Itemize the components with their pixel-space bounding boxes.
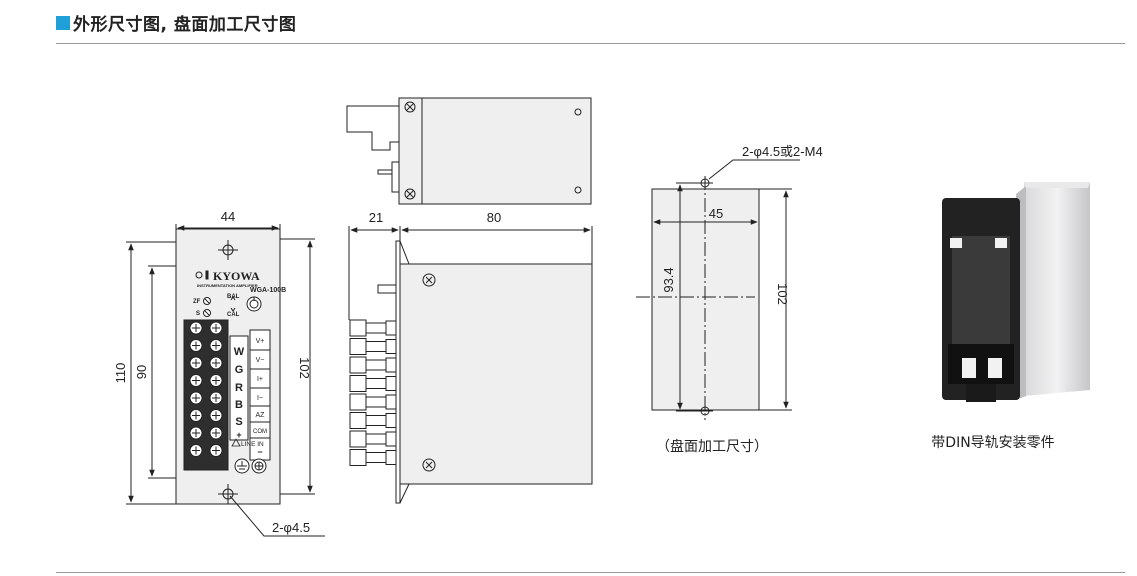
terminal-letter-b: B	[235, 399, 243, 411]
terminal-screw-icon	[189, 444, 203, 457]
terminal-screw-icon	[209, 426, 223, 440]
ground-screw-icon	[251, 458, 267, 474]
top-hole-1	[574, 108, 582, 116]
terminal-screw-icon	[189, 409, 203, 422]
terminal-screw-icon	[189, 426, 203, 440]
bottom-rule	[56, 572, 1125, 573]
terminal-screw-icon	[189, 374, 203, 387]
s-label: S	[196, 311, 200, 317]
side-terminal	[349, 393, 397, 411]
terminal-v-plus: V+	[256, 338, 265, 345]
terminal-letter-r: R	[235, 382, 243, 394]
dim-cutout-102-label: 102	[775, 283, 790, 305]
model-label: WGA-100B	[250, 287, 286, 294]
cutout-hole-leader	[708, 159, 800, 180]
dim-80-label: 80	[487, 210, 501, 225]
cutout-caption: （盘面加工尺寸）	[656, 438, 768, 455]
terminal-screw-icon	[209, 374, 223, 387]
front-hole-callout: 2-φ4.5	[272, 520, 310, 535]
terminal-com: COM	[253, 429, 267, 435]
terminal-i-minus: I−	[257, 395, 263, 402]
side-terminal	[349, 356, 397, 374]
top-screw-2	[404, 188, 416, 200]
cutout-hole-callout: 2-φ4.5或2-M4	[742, 144, 823, 159]
top-screw-1	[404, 101, 416, 113]
line-in-label: LINE IN	[241, 441, 264, 448]
terminal-v-minus: V−	[256, 357, 265, 364]
terminal-screws	[189, 321, 223, 457]
hole-leader	[229, 495, 325, 537]
bal-label: BAL	[227, 294, 240, 300]
brand-logo: KYOWA	[213, 269, 260, 283]
terminal-i-plus: I+	[257, 376, 263, 383]
warning-icon	[231, 438, 241, 447]
terminal-az: AZ	[256, 412, 266, 419]
top-switch-icon	[377, 169, 393, 175]
plus-label: +	[236, 430, 241, 440]
side-terminal	[349, 430, 397, 448]
side-switch-icon	[377, 284, 397, 294]
side-screw-top	[422, 273, 436, 287]
logo-mark	[205, 270, 209, 280]
dim-90-label: 90	[134, 365, 149, 379]
section-title: 外形尺寸图, 盘面加工尺寸图	[73, 15, 297, 35]
terminal-screw-icon	[189, 339, 203, 352]
side-terminals	[349, 319, 397, 466]
terminal-screw-icon	[209, 444, 223, 457]
side-terminal	[349, 319, 397, 337]
zf-label: ZF	[193, 299, 201, 305]
top-hole-2	[574, 186, 582, 194]
product-subtitle: INSTRUMENTATION AMPLIFIER	[197, 283, 258, 288]
led-indicator	[195, 271, 203, 279]
dim-45-label: 45	[709, 206, 723, 221]
terminal-screw-icon	[209, 339, 223, 352]
dim-110-label: 110	[113, 363, 128, 384]
mount-hole-top	[218, 240, 238, 260]
terminal-screw-icon	[189, 391, 203, 405]
side-terminal	[349, 449, 397, 466]
mount-hole-bottom	[218, 484, 238, 504]
top-rule	[56, 43, 1125, 44]
dim-102-label: 102	[297, 357, 312, 379]
dim-93-4-label: 93.4	[661, 267, 676, 292]
top-view	[346, 97, 592, 205]
side-screw-bottom	[422, 458, 436, 472]
terminal-letter-s: S	[235, 416, 242, 428]
terminal-screw-icon	[189, 321, 203, 335]
side-terminal	[349, 375, 397, 392]
terminal-letter-g: G	[235, 364, 244, 376]
din-rail-photo	[942, 182, 1090, 402]
panel-cutout	[636, 159, 800, 420]
side-terminal	[349, 338, 397, 355]
terminal-screw-icon	[189, 356, 203, 370]
terminal-screw-icon	[209, 409, 223, 422]
side-view	[348, 226, 593, 504]
terminal-letter-w: W	[234, 346, 245, 358]
terminal-letter-column	[229, 335, 249, 441]
cal-label: CAL	[227, 312, 240, 318]
dim-21-label: 21	[369, 210, 383, 225]
terminal-screw-icon	[209, 321, 223, 335]
section-header: 外形尺寸图, 盘面加工尺寸图	[56, 10, 296, 35]
front-view	[126, 224, 325, 537]
terminal-screw-icon	[209, 391, 223, 405]
minus-label: −	[257, 447, 262, 457]
header-marker	[56, 15, 70, 30]
side-terminal	[349, 412, 397, 429]
photo-caption: 带DIN导轨安装零件	[931, 435, 1054, 451]
ground-icon	[234, 458, 250, 474]
dim-44-label: 44	[221, 209, 235, 224]
terminal-screw-icon	[209, 356, 223, 370]
